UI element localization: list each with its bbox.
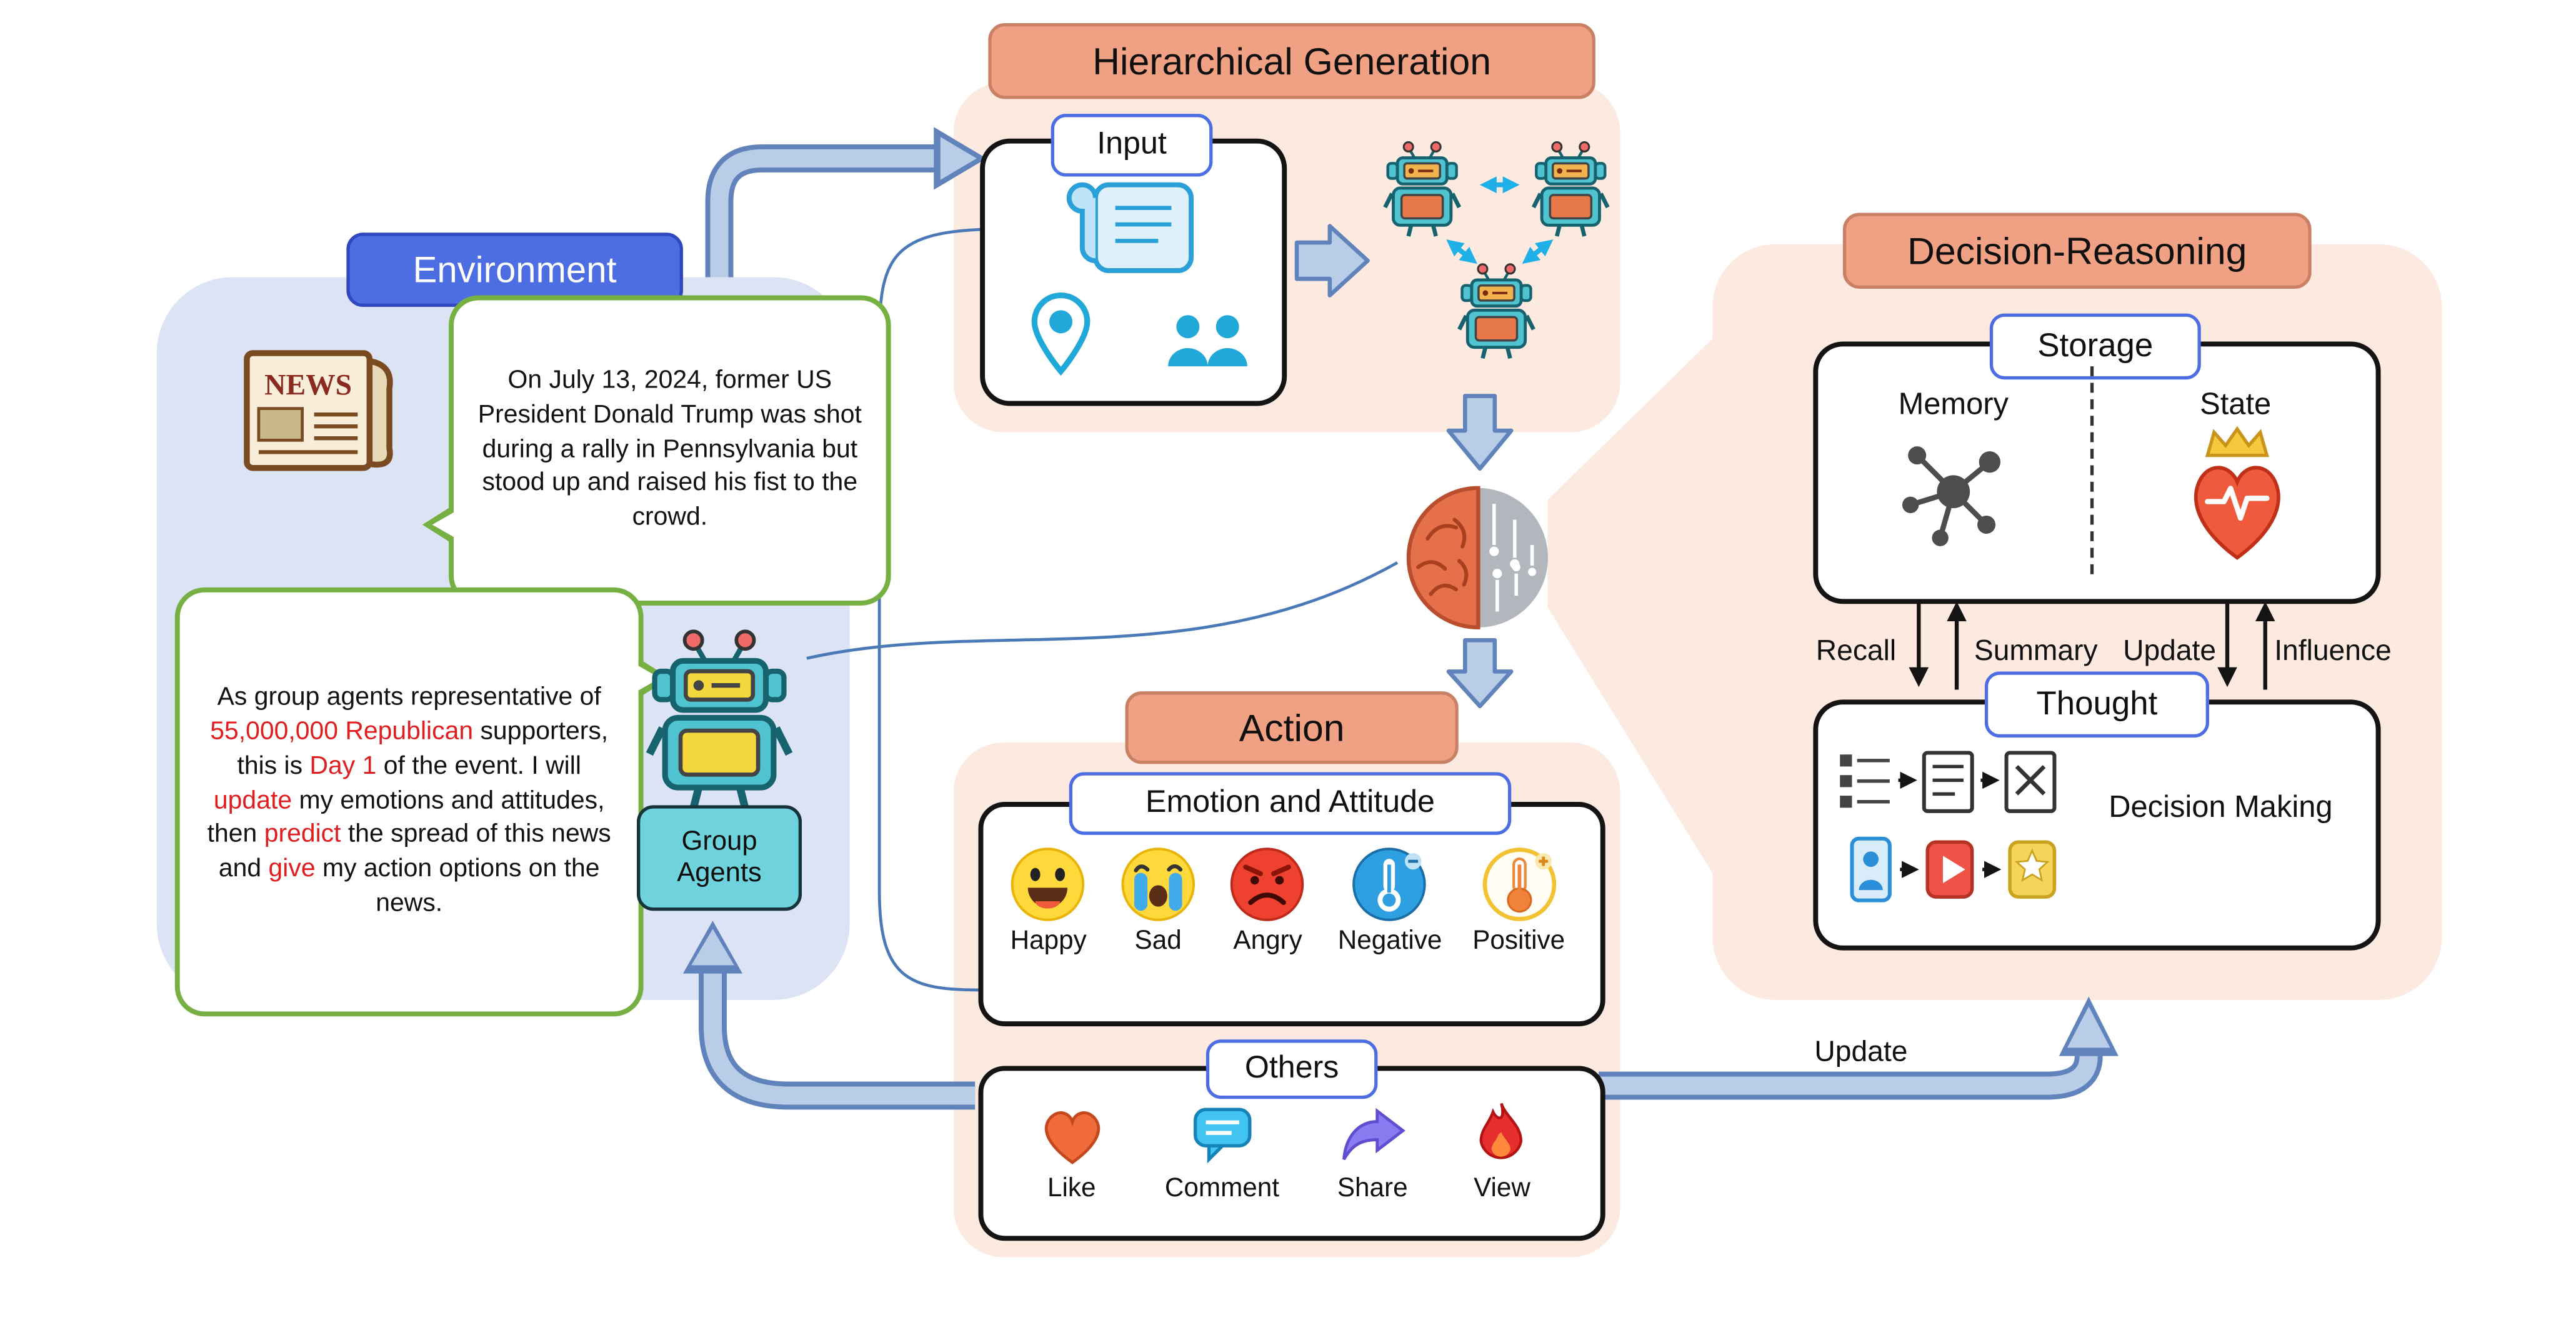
action-label: View: [1474, 1174, 1530, 1203]
group-agent-robot-icon: [642, 624, 797, 812]
share-arrow-icon: [1342, 1108, 1405, 1161]
emotion-angry: Angry: [1228, 845, 1307, 958]
others-icon-row: Like Comment Share View: [979, 1099, 1595, 1204]
action-view: View: [1465, 1099, 1538, 1204]
group-agents-badge: Group Agents: [637, 805, 802, 911]
emotion-negative: Negative: [1338, 845, 1442, 958]
scroll-document-icon: [1066, 175, 1204, 281]
map-pin-icon: [1023, 291, 1099, 376]
others-label: Others: [1206, 1039, 1378, 1099]
state-heart-icon: [2175, 422, 2300, 568]
update-arrow-label: Update: [1814, 1034, 1908, 1068]
memory-graph-icon: [1894, 429, 2013, 571]
action-share: Share: [1336, 1099, 1409, 1204]
chat-bubble-icon: [1193, 1108, 1251, 1164]
decision-reasoning-header: Decision-Reasoning: [1842, 212, 2312, 289]
memory-label: Memory: [1898, 386, 2009, 421]
network-robot-icon: [1528, 139, 1614, 238]
emotion-happy: Happy: [1009, 845, 1088, 958]
heart-icon: [1044, 1111, 1099, 1164]
environment-header: Environment: [346, 232, 683, 308]
emotion-label: Positive: [1472, 927, 1565, 956]
happy-face-icon: [1011, 848, 1086, 921]
action-label: Comment: [1164, 1174, 1280, 1203]
news-speech-bubble: On July 13, 2024, former US President Do…: [422, 295, 891, 606]
recall-flow-label: Recall: [1815, 633, 1897, 667]
flame-icon: [1480, 1102, 1524, 1159]
news-icon: NEWS: [231, 333, 409, 491]
crying-face-icon: [1121, 848, 1195, 921]
news-bubble-text: On July 13, 2024, former US President Do…: [477, 366, 862, 532]
action-to-agents-arrow: [682, 921, 976, 1110]
emotion-attitude-box: [978, 802, 1605, 1027]
storage-thought-arrows: [1909, 599, 2275, 690]
agent-speech-bubble: As group agents representative of 55,000…: [174, 587, 670, 1017]
action-comment: Comment: [1165, 1099, 1279, 1204]
positive-thermometer-icon: [1482, 848, 1555, 921]
emotion-label: Negative: [1337, 927, 1442, 956]
others-to-decision-arrow: [1599, 996, 2119, 1100]
action-label: Like: [1047, 1174, 1096, 1203]
input-to-action-line: [877, 228, 984, 992]
update-flow-label-inner: Update: [2123, 633, 2217, 667]
action-header: Action: [1125, 691, 1459, 764]
network-robot-icon: [1454, 261, 1539, 359]
emotion-label: Angry: [1233, 927, 1302, 956]
state-label: State: [2200, 386, 2272, 421]
decision-making-label: Decision Making: [2109, 788, 2333, 824]
decision-flow-icons: [1838, 742, 2079, 914]
thought-box: [1813, 699, 2381, 951]
emotion-icon-row: Happy Sad Angry: [979, 845, 1595, 958]
input-label: Input: [1051, 114, 1213, 177]
emotion-positive: Positive: [1472, 845, 1565, 958]
emotion-sad: Sad: [1119, 845, 1198, 958]
agents-to-brain-line: [806, 561, 1399, 660]
network-links: [1446, 176, 1554, 264]
emotion-attitude-label: Emotion and Attitude: [1069, 772, 1512, 835]
brain-to-action-arrow: [1446, 638, 1514, 709]
network-to-brain-arrow: [1446, 394, 1514, 471]
emotion-label: Sad: [1134, 927, 1182, 956]
emotion-label: Happy: [1010, 927, 1087, 956]
people-group-icon: [1162, 310, 1264, 376]
action-like: Like: [1036, 1099, 1108, 1204]
network-robot-icon: [1379, 139, 1465, 238]
news-masthead: NEWS: [264, 369, 352, 401]
angry-face-icon: [1231, 848, 1305, 921]
action-label: Share: [1337, 1174, 1408, 1203]
agent-thought-text: As group agents representative of 55,000…: [207, 683, 611, 918]
env-to-input-arrow: [705, 127, 987, 278]
storage-divider: [2090, 366, 2094, 574]
hierarchical-generation-header: Hierarchical Generation: [988, 22, 1595, 99]
summary-flow-label: Summary: [1974, 633, 2098, 667]
thought-label: Thought: [1984, 671, 2209, 738]
negative-thermometer-icon: [1353, 848, 1427, 921]
influence-flow-label: Influence: [2274, 633, 2392, 667]
storage-label: Storage: [1989, 313, 2201, 380]
input-to-network-arrow: [1294, 224, 1370, 298]
brain-icon: [1397, 479, 1559, 637]
